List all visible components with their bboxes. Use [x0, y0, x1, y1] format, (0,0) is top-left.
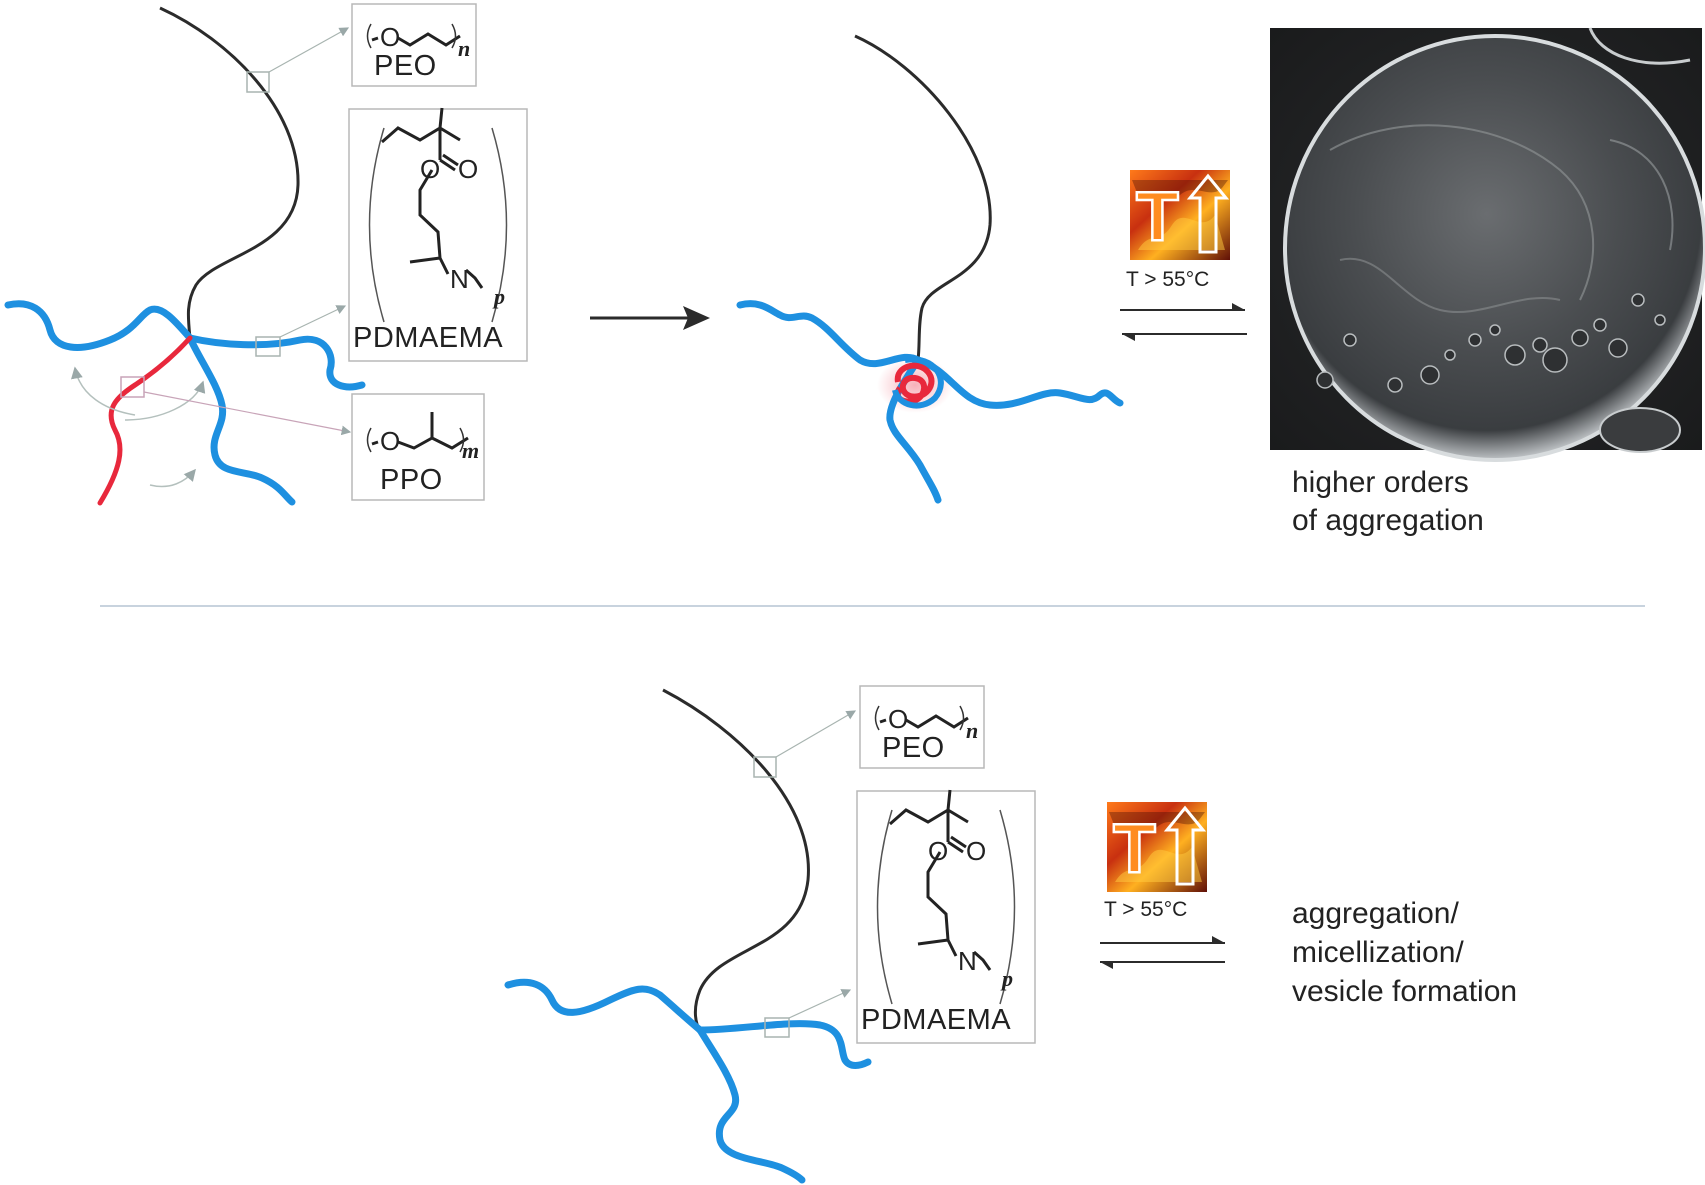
ppo-leader	[143, 391, 352, 436]
ppo-chain	[97, 335, 193, 506]
pdmaema-atom-o1: O	[420, 154, 441, 184]
ppo-bracket-left	[366, 427, 372, 453]
pdmaema-arm-right	[696, 1020, 872, 1069]
result-line-2: of aggregation	[1292, 504, 1484, 537]
peo-bracket-right	[959, 705, 965, 731]
peo-atom-o: O	[380, 22, 401, 52]
ppo-core-coil	[894, 362, 935, 405]
up-arrow-icon	[1163, 805, 1207, 886]
peo-subscript: n	[966, 718, 979, 743]
pdmaema-leader	[788, 989, 852, 1019]
peo-label: PEO	[882, 732, 945, 764]
equilibrium-forward-head	[1232, 303, 1245, 310]
peo-subscript: n	[458, 36, 471, 61]
vesicle-micrograph	[1270, 27, 1705, 462]
pdmaema-arm-down	[186, 334, 296, 506]
peo-marker	[246, 71, 270, 93]
bracket-left	[368, 127, 385, 323]
pdmaema-structure-box	[348, 107, 528, 362]
ppo-atom-o: O	[380, 426, 401, 456]
pdmaema-loop	[892, 356, 944, 409]
peo-label: PEO	[374, 50, 437, 82]
pdmaema-atom-o2: O	[458, 154, 479, 184]
peo-chain	[159, 6, 300, 339]
pdmaema-marker	[764, 1017, 790, 1038]
top-scheme: T	[4, 3, 1705, 506]
pdmaema-atom-o1: O	[928, 836, 949, 866]
pdmaema-subscript: p	[494, 284, 505, 309]
result-line-1: higher orders	[1292, 466, 1469, 499]
peo-structure-box	[859, 685, 985, 769]
pdmaema-subscript: p	[1002, 966, 1013, 991]
result-line-2: micellization/	[1292, 936, 1464, 969]
pdmaema-label: PDMAEMA	[861, 1004, 1012, 1036]
ppo-label: PPO	[380, 464, 443, 496]
peo-structure-box	[351, 3, 477, 87]
carbonyl-bond	[947, 835, 967, 854]
pdmaema-backbone	[889, 789, 992, 971]
rotation-arrow	[149, 468, 196, 488]
ppo-subscript: m	[462, 438, 480, 463]
peo-bracket-right	[451, 23, 457, 49]
peo-bond	[371, 32, 461, 47]
peo-atom-o: O	[888, 704, 909, 734]
pdmaema-leader	[279, 305, 347, 338]
pdmaema-arm-left	[4, 300, 194, 351]
equilibrium-reverse-head	[1100, 962, 1113, 969]
pdmaema-arm-collapsed-right	[914, 356, 1124, 409]
peo-bracket-left	[874, 705, 880, 731]
bracket-right	[491, 127, 508, 323]
up-arrow-icon	[1186, 173, 1230, 254]
ppo-structure-box	[351, 393, 485, 501]
pdmaema-arm-down	[696, 1026, 806, 1184]
equilibrium-reverse-head	[1122, 334, 1135, 341]
temperature-condition: T > 55°C	[1126, 268, 1210, 291]
peo-leader	[775, 710, 857, 758]
temperature-glyph: T	[1136, 177, 1179, 255]
pdmaema-marker	[255, 336, 281, 357]
bottom-scheme: T	[504, 685, 1225, 1184]
rotation-arrow	[71, 366, 136, 416]
peo-leader	[268, 27, 350, 73]
rotation-arrow	[124, 380, 206, 421]
temperature-condition: T > 55°C	[1104, 898, 1188, 921]
bracket-left	[876, 809, 893, 1005]
peo-bracket-left	[366, 23, 372, 49]
pdmaema-atom-o2: O	[966, 836, 987, 866]
pdmaema-arm-collapsed-left	[736, 300, 922, 368]
pdmaema-arm-right	[186, 334, 366, 391]
peo-chain-collapsed	[854, 34, 992, 361]
result-line-3: vesicle formation	[1292, 975, 1518, 1008]
temperature-glyph: T	[1113, 809, 1156, 887]
peo-bond	[879, 714, 969, 729]
equilibrium-forward-head	[1212, 936, 1225, 943]
peo-marker	[753, 756, 777, 778]
peo-chain	[662, 688, 810, 1031]
carbonyl-bond	[439, 153, 459, 172]
reaction-arrowhead	[683, 306, 710, 330]
pdmaema-arm-left	[504, 978, 704, 1034]
pdmaema-atom-n: N	[450, 264, 469, 294]
pdmaema-label: PDMAEMA	[353, 322, 504, 354]
pdmaema-atom-n: N	[958, 946, 977, 976]
pdmaema-backbone	[381, 107, 484, 289]
ppo-marker	[120, 376, 145, 398]
ppo-bracket-right	[459, 427, 465, 453]
temperature-increase-icon: T	[1107, 802, 1207, 892]
ppo-bond	[371, 412, 469, 450]
result-line-1: aggregation/	[1292, 897, 1459, 930]
pdmaema-structure-box	[856, 789, 1036, 1044]
bracket-right	[999, 809, 1016, 1005]
temperature-increase-icon: T	[1130, 170, 1230, 260]
